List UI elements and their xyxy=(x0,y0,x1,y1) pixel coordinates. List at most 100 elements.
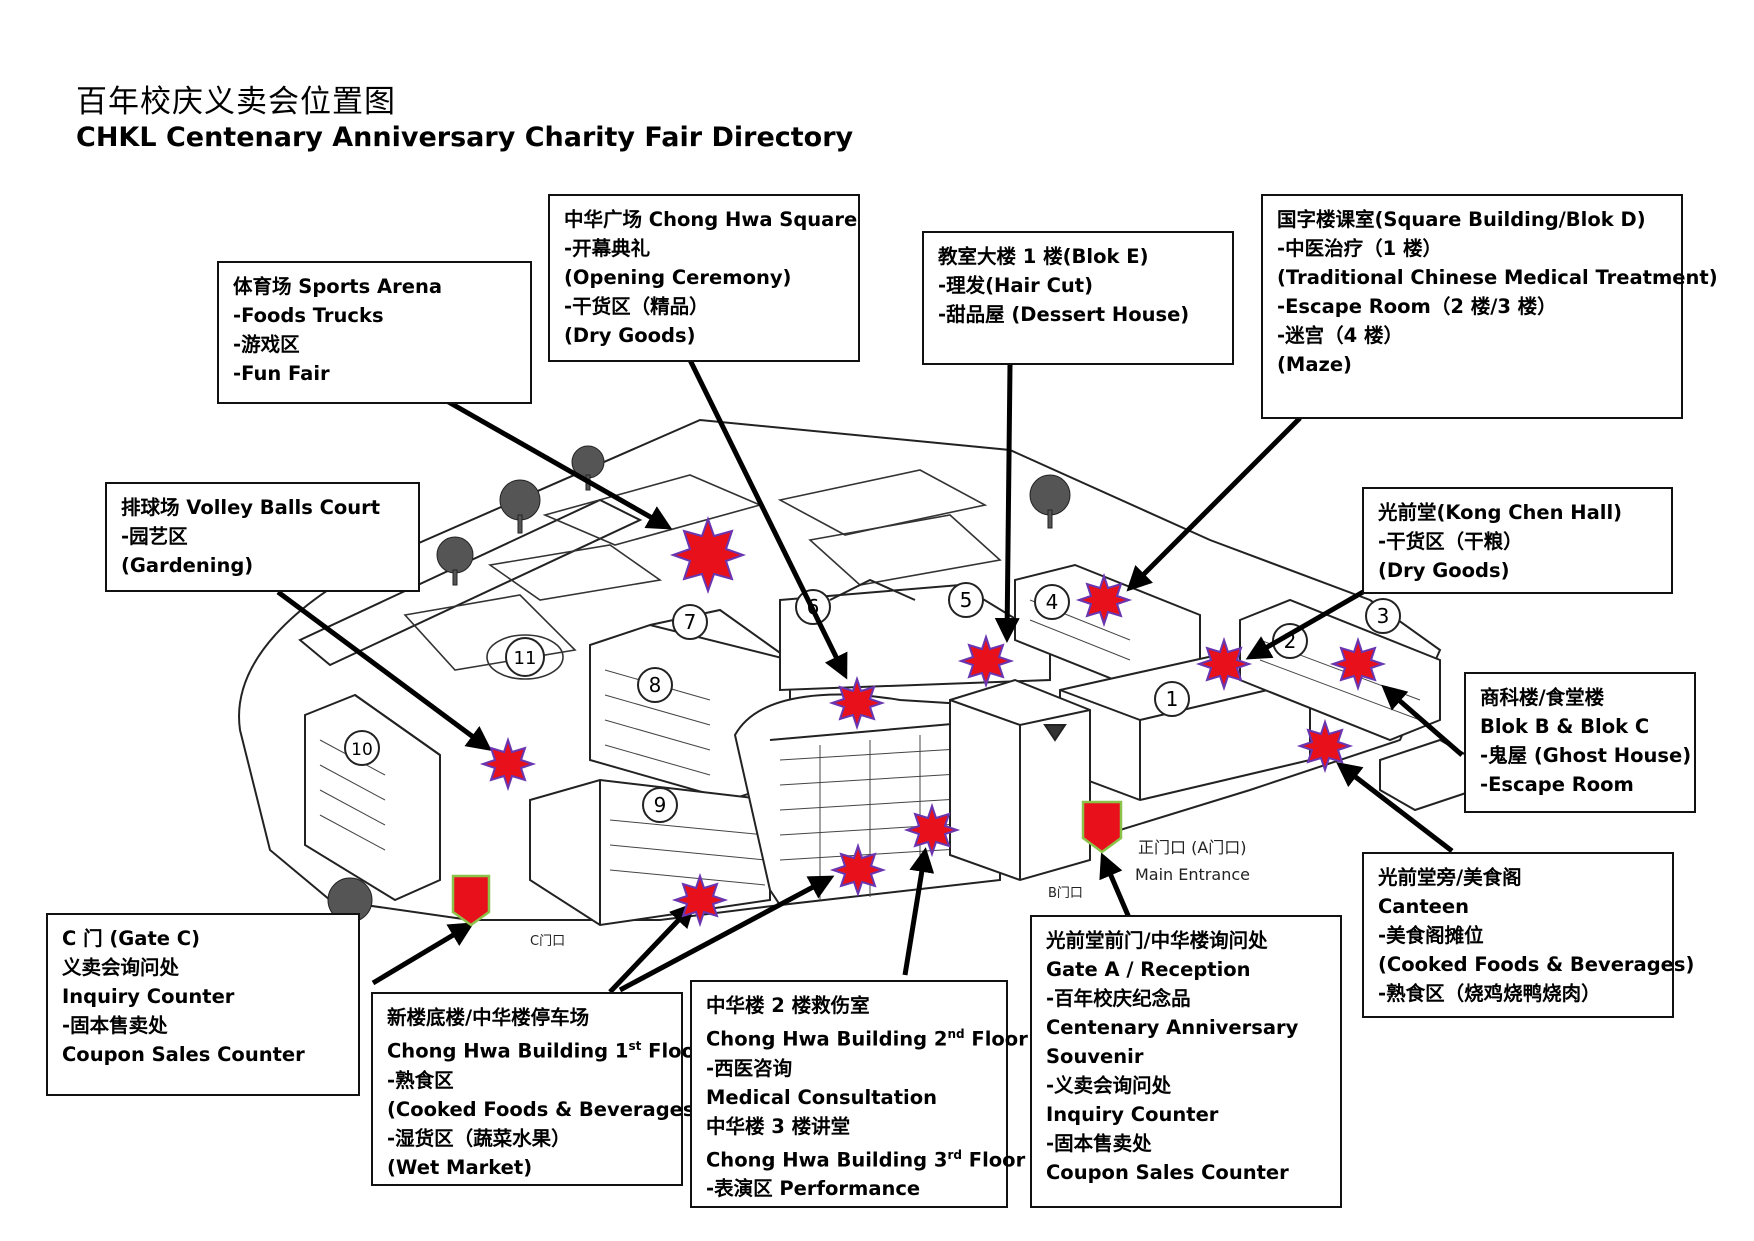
callout-line: -理发(Hair Cut) xyxy=(938,274,1094,297)
star-marker-sports-arena xyxy=(669,515,747,595)
callout-gate-a-reception: 光前堂前门/中华楼询问处 Gate A / Reception -百年校庆纪念品… xyxy=(1030,915,1342,1208)
callout-canteen: 光前堂旁/美食阁 Canteen -美食阁摊位 (Cooked Foods & … xyxy=(1362,852,1695,1018)
gate-a-map-label: 正门口 (A门口) xyxy=(1138,838,1247,857)
building-10 xyxy=(304,693,441,902)
callout-line: 义卖会询问处 xyxy=(62,956,180,979)
callout-chong-hwa-1st-floor: 新楼底楼/中华楼停车场 Chong Hwa Building 1st Floor… xyxy=(371,992,705,1186)
arrow-gate-a xyxy=(1099,852,1133,921)
gate-markers xyxy=(451,800,1123,927)
callout-line: Inquiry Counter xyxy=(62,985,235,1008)
callout-blok-e: 教室大楼 1 楼(Blok E) -理发(Hair Cut) -甜品屋 (Des… xyxy=(922,231,1234,365)
callout-line: (Wet Market) xyxy=(387,1155,533,1179)
callout-line: 新楼底楼/中华楼停车场 xyxy=(387,1006,590,1029)
building-7-number: 7 xyxy=(684,610,697,634)
callout-line: 教室大楼 1 楼(Blok E) xyxy=(938,245,1149,268)
callout-line: Medical Consultation xyxy=(706,1085,937,1109)
callout-gate-c: C 门 (Gate C) 义卖会询问处 Inquiry Counter -固本售… xyxy=(46,913,360,1096)
volleyball-court xyxy=(403,594,577,671)
callout-line: -固本售卖处 xyxy=(62,1014,168,1037)
callout-line: 光前堂前门/中华楼询问处 xyxy=(1046,929,1268,952)
building-5-number: 5 xyxy=(960,588,973,612)
arrow-kong-chen-hall xyxy=(1245,589,1365,660)
building-3-number: 3 xyxy=(1377,604,1390,628)
callout-volleyball-court: 排球场 Volley Balls Court -园艺区 (Gardening) xyxy=(105,482,420,592)
building-1-number: 1 xyxy=(1166,687,1179,711)
page-title-chinese: 百年校庆义卖会位置图 xyxy=(76,84,396,120)
callout-line: (Dry Goods) xyxy=(1378,559,1510,582)
callout-line: C 门 (Gate C) xyxy=(62,927,201,950)
callout-line: (Cooked Foods & Beverages) xyxy=(387,1097,704,1121)
callout-line: -义卖会询问处 xyxy=(1046,1074,1172,1097)
callout-line: -中医治疗（1 楼） xyxy=(1277,237,1442,260)
gate-c-map-label: C门口 xyxy=(530,934,565,949)
callout-line: -干货区（干粮） xyxy=(1378,530,1523,553)
callout-line: -百年校庆纪念品 xyxy=(1046,987,1191,1010)
callout-chong-hwa-square: 中华广场 Chong Hwa Square -开幕典礼 (Opening Cer… xyxy=(548,194,860,362)
field-court-4 xyxy=(487,544,663,601)
star-markers xyxy=(479,515,1387,928)
callout-line: -西医咨询 xyxy=(706,1056,793,1080)
arrow-chong-hwa-1st-b xyxy=(618,875,835,993)
field-court-2 xyxy=(777,469,988,536)
callout-line: -游戏区 xyxy=(233,333,300,356)
pointer-arrows xyxy=(276,358,1464,994)
star-marker-blok-bc xyxy=(1329,636,1387,692)
callout-line: 光前堂旁/美食阁 xyxy=(1378,866,1522,889)
page-title-english: CHKL Centenary Anniversary Charity Fair … xyxy=(76,122,854,153)
callout-sports-arena: 体育场 Sports Arena -Foods Trucks -游戏区 -Fun… xyxy=(217,261,532,404)
callout-line: (Opening Ceremony) xyxy=(564,266,792,289)
callout-line: (Maze) xyxy=(1277,353,1352,376)
callout-line: -湿货区（蔬菜水果） xyxy=(387,1126,571,1150)
callout-line: (Cooked Foods & Beverages) xyxy=(1378,953,1695,976)
callout-line: 中华楼 2 楼救伤室 xyxy=(706,994,870,1017)
arrow-blok-e xyxy=(994,364,1020,643)
callout-line: -熟食区（烧鸡烧鸭烧肉） xyxy=(1378,982,1601,1005)
building-11-field xyxy=(486,634,564,680)
callout-line: -园艺区 xyxy=(121,525,188,548)
callout-chong-hwa-2nd-3rd-floor: 中华楼 2 楼救伤室 Chong Hwa Building 2nd Floor … xyxy=(690,980,1028,1208)
tower-building xyxy=(949,678,1091,882)
building-10-number: 10 xyxy=(351,740,373,760)
callout-line: Chong Hwa Building 3rd Floor xyxy=(706,1147,1026,1172)
main-entrance-map-label: Main Entrance xyxy=(1135,865,1250,884)
arrow-chong-hwa-square xyxy=(687,358,848,680)
callout-line: Centenary Anniversary xyxy=(1046,1016,1299,1039)
arrow-gate-c xyxy=(371,922,475,986)
callout-line: 商科楼/食堂楼 xyxy=(1480,686,1605,709)
callout-line: -开幕典礼 xyxy=(564,237,651,260)
callout-line: 中华楼 3 楼讲堂 xyxy=(706,1114,851,1138)
star-marker-canteen xyxy=(1296,718,1354,774)
arrow-volleyball xyxy=(276,589,493,751)
canteen-shed xyxy=(1379,738,1476,812)
callout-line: 体育场 Sports Arena xyxy=(233,275,442,298)
callout-line: -鬼屋 (Ghost House) xyxy=(1480,744,1692,767)
star-marker-blok-d xyxy=(1075,572,1133,628)
callout-line: -美食阁摊位 xyxy=(1378,924,1484,947)
callout-line: 排球场 Volley Balls Court xyxy=(121,496,381,519)
callout-line: -甜品屋 (Dessert House) xyxy=(938,303,1190,326)
building-9-number: 9 xyxy=(654,793,667,817)
arrow-sports-arena xyxy=(443,397,673,530)
callout-line: Blok B & Blok C xyxy=(1480,715,1650,738)
callout-line: -干货区（精品） xyxy=(564,295,709,318)
callout-line: Coupon Sales Counter xyxy=(62,1043,305,1066)
callout-line: Chong Hwa Building 1st Floor xyxy=(387,1039,705,1063)
callout-line: -Fun Fair xyxy=(233,362,330,385)
building-4-number: 4 xyxy=(1046,590,1059,614)
star-marker-volleyball xyxy=(479,736,537,792)
callout-line: Canteen xyxy=(1378,895,1470,918)
callout-line: -Escape Room（2 楼/3 楼） xyxy=(1277,295,1557,318)
gate-c-marker xyxy=(451,874,491,927)
callout-line: Chong Hwa Building 2nd Floor xyxy=(706,1027,1028,1051)
callout-line: Gate A / Reception xyxy=(1046,958,1251,981)
callout-line: 中华广场 Chong Hwa Square xyxy=(564,208,858,231)
callout-kong-chen-hall: 光前堂(Kong Chen Hall) -干货区（干粮） (Dry Goods) xyxy=(1362,487,1673,594)
arrow-chong-hwa-1st-a xyxy=(608,902,696,994)
arrow-blok-bc xyxy=(1381,684,1464,757)
building-11-number: 11 xyxy=(514,648,537,669)
building-number-circles xyxy=(344,582,1401,823)
star-marker-chong-hwa-1st-b xyxy=(829,842,887,898)
star-marker-chong-hwa-1st-a xyxy=(671,872,729,928)
callout-line: Souvenir xyxy=(1046,1045,1144,1068)
